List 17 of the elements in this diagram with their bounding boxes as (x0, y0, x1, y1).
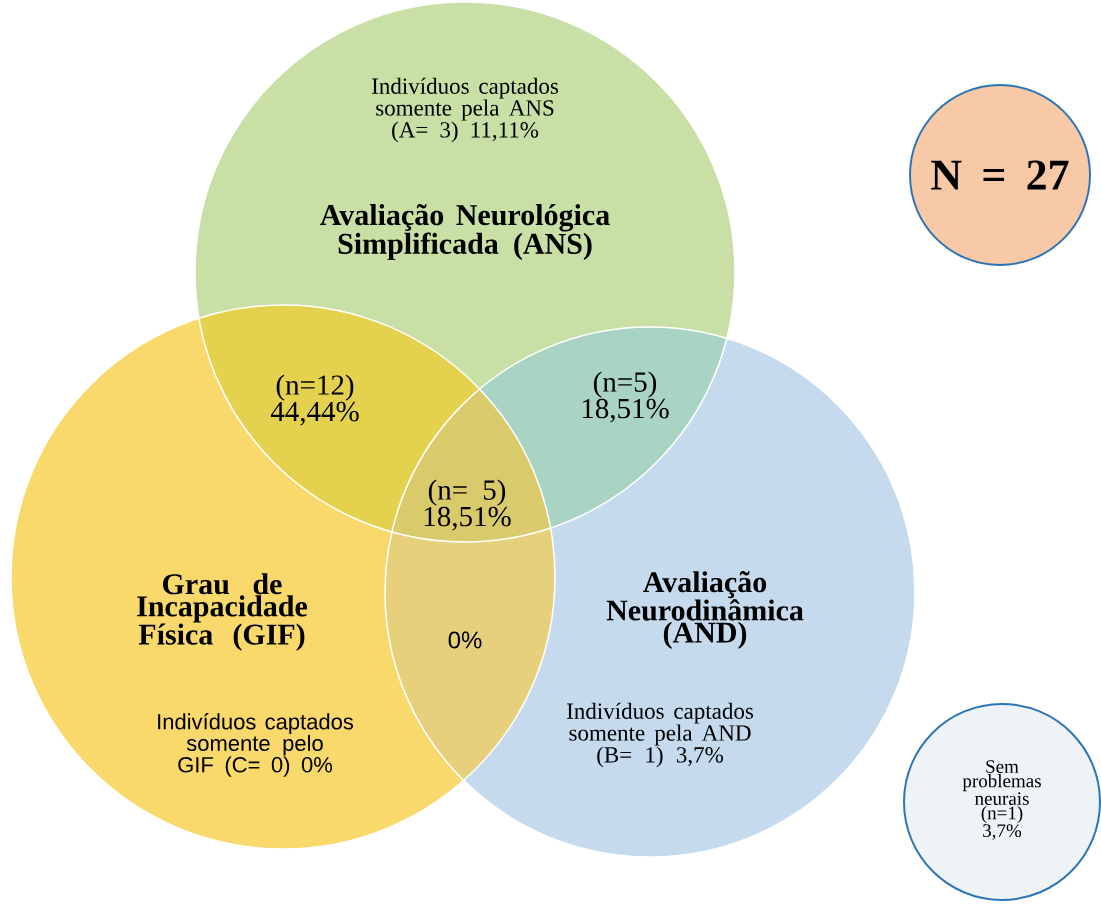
region-label: (n=12) 44,44% (270, 374, 359, 426)
circle-text: Indivíduos captados somente pela AND (B= 1) 3,7% (567, 702, 753, 768)
venn-circle (194, 1, 736, 543)
circle-text: Sem problemas neurais (n=1) 3,7% (962, 760, 1041, 840)
circle-title: Avaliação Neurodinâmica (AND) (606, 571, 804, 649)
circle-title: N = 27 (931, 160, 1069, 190)
region-label: (n=5) 18,51% (582, 371, 669, 423)
region-label: 0% (448, 631, 482, 649)
venn-circle (384, 326, 916, 858)
circle-text: Indivíduos captados somente pela ANS (A= 3) 11,11% (372, 77, 558, 143)
region-label: (n= 5) 18,51% (424, 479, 511, 531)
circle-text: Indivíduos captados somente pelo GIF (C= 0) 0% (158, 713, 354, 777)
count-circle (903, 703, 1101, 901)
count-circle (909, 84, 1091, 266)
circle-title: Grau de Incapacidade Física (GIF) (137, 573, 308, 651)
venn-circle (10, 304, 556, 850)
circle-title: Avaliação Neurológica Simplificada (ANS) (320, 204, 610, 260)
